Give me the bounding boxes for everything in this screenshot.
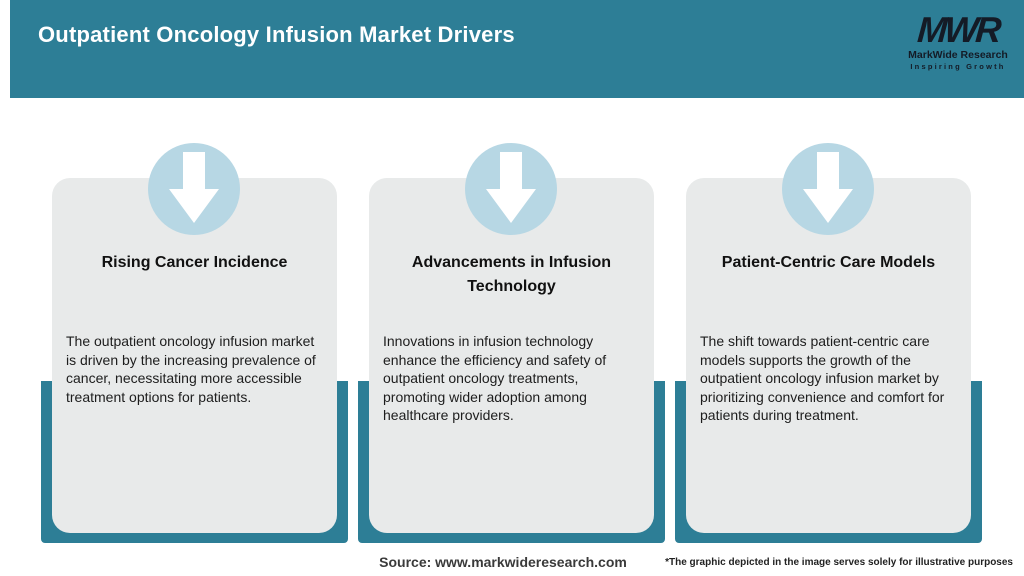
down-arrow-icon — [465, 143, 557, 235]
card-title: Advancements in Infusion Technology — [411, 254, 612, 295]
card-body: Innovations in infusion technology enhan… — [383, 333, 607, 423]
markwide-logo: MWR MarkWide Research Inspiring Growth — [908, 9, 1008, 71]
driver-card-2: Advancements in Infusion Technology Inno… — [358, 0, 665, 576]
card-panel: Advancements in Infusion Technology Inno… — [369, 178, 654, 533]
down-arrow-icon — [148, 143, 240, 235]
header-banner: Outpatient Oncology Infusion Market Driv… — [10, 0, 1024, 98]
logo-name: MarkWide Research — [908, 49, 1008, 61]
card-panel: Patient-Centric Care Models The shift to… — [686, 178, 971, 533]
source-text: Source: www.markwideresearch.com — [379, 554, 627, 570]
card-body: The shift towards patient-centric care m… — [700, 333, 945, 423]
down-arrow-icon — [782, 143, 874, 235]
card-title: Rising Cancer Incidence — [101, 254, 288, 271]
driver-card-3: Patient-Centric Care Models The shift to… — [675, 0, 982, 576]
driver-card-1: Rising Cancer Incidence The outpatient o… — [41, 0, 348, 576]
card-body: The outpatient oncology infusion market … — [66, 333, 316, 405]
disclaimer-text: *The graphic depicted in the image serve… — [665, 557, 1013, 568]
card-title: Patient-Centric Care Models — [721, 254, 936, 271]
logo-tagline: Inspiring Growth — [910, 62, 1006, 71]
card-panel: Rising Cancer Incidence The outpatient o… — [52, 178, 337, 533]
page-title: Outpatient Oncology Infusion Market Driv… — [38, 22, 515, 47]
